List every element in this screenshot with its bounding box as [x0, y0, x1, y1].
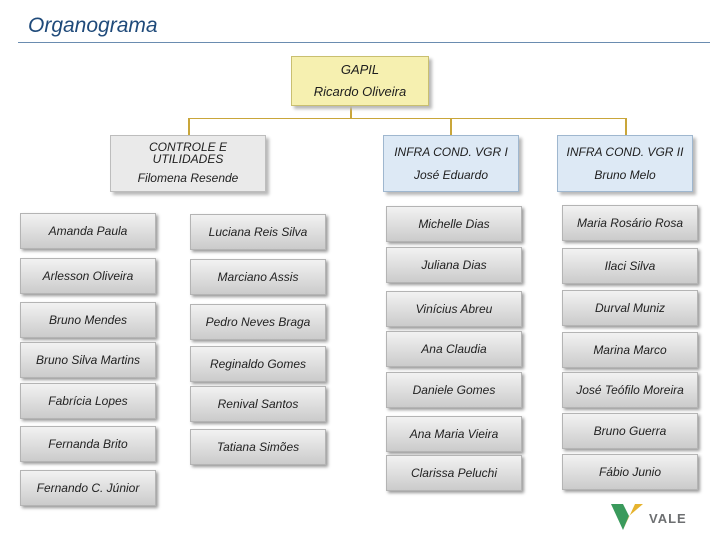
- node-unit: GAPIL: [340, 61, 380, 77]
- staff-box[interactable]: Michelle Dias: [386, 206, 522, 242]
- connector-line: [188, 118, 626, 119]
- org-node-gapil[interactable]: GAPIL Ricardo Oliveira: [291, 56, 429, 106]
- staff-box[interactable]: Maria Rosário Rosa: [562, 205, 698, 241]
- connector-line: [450, 118, 452, 135]
- node-unit: INFRA COND. VGR II: [566, 144, 684, 159]
- staff-box[interactable]: José Teófilo Moreira: [562, 372, 698, 408]
- staff-box[interactable]: Bruno Mendes: [20, 302, 156, 338]
- staff-box[interactable]: Bruno Guerra: [562, 413, 698, 449]
- staff-box[interactable]: Fábio Junio: [562, 454, 698, 490]
- staff-box[interactable]: Ana Claudia: [386, 331, 522, 367]
- staff-box[interactable]: Marina Marco: [562, 332, 698, 368]
- staff-box[interactable]: Daniele Gomes: [386, 372, 522, 408]
- node-manager: José Eduardo: [413, 167, 489, 182]
- connector-line: [350, 106, 352, 119]
- staff-box[interactable]: Bruno Silva Martins: [20, 342, 156, 378]
- node-manager: Ricardo Oliveira: [313, 84, 407, 99]
- staff-box[interactable]: Arlesson Oliveira: [20, 258, 156, 294]
- staff-box[interactable]: Fernanda Brito: [20, 426, 156, 462]
- node-unit: INFRA COND. VGR I: [394, 144, 508, 159]
- staff-box[interactable]: Durval Muniz: [562, 290, 698, 326]
- vale-logo: VALE: [609, 500, 689, 532]
- org-node-infra-vgr-1[interactable]: INFRA COND. VGR I José Eduardo: [383, 135, 519, 192]
- staff-box[interactable]: Juliana Dias: [386, 247, 522, 283]
- staff-box[interactable]: Ilaci Silva: [562, 248, 698, 284]
- staff-box[interactable]: Tatiana Simões: [190, 429, 326, 465]
- staff-box[interactable]: Fabrícia Lopes: [20, 383, 156, 419]
- staff-box[interactable]: Luciana Reis Silva: [190, 214, 326, 250]
- node-unit: CONTROLE E UTILIDADES: [148, 140, 227, 166]
- org-node-controle-utilidades[interactable]: CONTROLE E UTILIDADES Filomena Resende: [110, 135, 266, 192]
- node-manager: Bruno Melo: [594, 167, 656, 182]
- connector-line: [188, 118, 190, 135]
- staff-box[interactable]: Ana Maria Vieira: [386, 416, 522, 452]
- vale-logo-mark: VALE: [611, 504, 687, 530]
- staff-box[interactable]: Amanda Paula: [20, 213, 156, 249]
- staff-box[interactable]: Fernando C. Júnior: [20, 470, 156, 506]
- staff-box[interactable]: Reginaldo Gomes: [190, 346, 326, 382]
- staff-box[interactable]: Marciano Assis: [190, 259, 326, 295]
- org-node-infra-vgr-2[interactable]: INFRA COND. VGR II Bruno Melo: [557, 135, 693, 192]
- staff-box[interactable]: Clarissa Peluchi: [386, 455, 522, 491]
- staff-box[interactable]: Vinícius Abreu: [386, 291, 522, 327]
- connector-line: [625, 118, 627, 135]
- node-manager: Filomena Resende: [137, 171, 239, 185]
- page-title: Organograma: [28, 14, 158, 37]
- title-underline: [18, 42, 710, 43]
- logo-text: VALE: [649, 511, 687, 526]
- staff-box[interactable]: Pedro Neves Braga: [190, 304, 326, 340]
- staff-box[interactable]: Renival Santos: [190, 386, 326, 422]
